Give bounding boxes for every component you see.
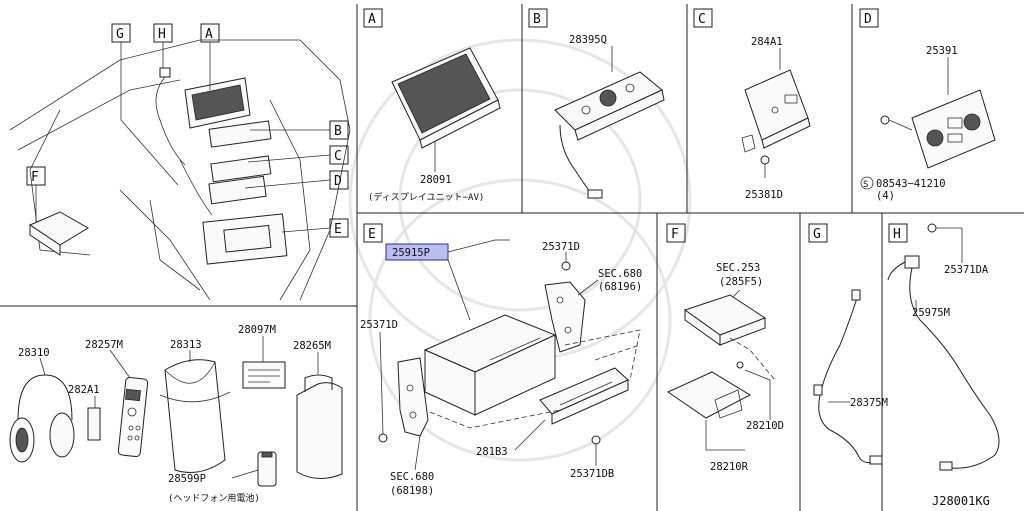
harness-h-illustration bbox=[909, 267, 1000, 469]
part-28210r: 28210R bbox=[710, 461, 749, 473]
panel-g-letter: G bbox=[813, 227, 821, 242]
panel-h: H 25371DA 25975M bbox=[887, 223, 1000, 471]
panel-dividers bbox=[0, 4, 1024, 511]
part-28257m: 28257M bbox=[85, 339, 123, 351]
info-card-illustration bbox=[242, 361, 286, 389]
h-screw-illustration bbox=[927, 223, 937, 233]
screw-quantity: (4) bbox=[876, 190, 895, 202]
panel-e-letter: E bbox=[368, 227, 376, 242]
part-282a1: 282A1 bbox=[68, 384, 100, 396]
part-28097m: 28097M bbox=[238, 324, 276, 336]
part-25975m: 25975M bbox=[912, 307, 950, 319]
part-28210d: 28210D bbox=[746, 420, 784, 432]
sec-680-top-ref: (68196) bbox=[598, 281, 642, 293]
panel-a: A 28091 (ディスプレイユニット−AV) bbox=[363, 8, 501, 203]
overview-callouts: G H A B C D F E bbox=[26, 23, 349, 238]
panel-c: C 284A1 25381D bbox=[693, 8, 811, 201]
tv-tuner-illustration bbox=[683, 294, 767, 346]
headphones-illustration bbox=[9, 374, 75, 463]
panel-g: G 28375M bbox=[808, 223, 888, 465]
remote-control-illustration bbox=[117, 376, 149, 458]
callout-a: A bbox=[205, 27, 213, 42]
callout-f: F bbox=[31, 170, 39, 185]
battery-note: (ヘッドフォン用電池) bbox=[168, 492, 260, 504]
part-281b3: 281B3 bbox=[476, 446, 508, 458]
screw-symbol: S bbox=[863, 180, 868, 190]
part-25371d-left: 25371D bbox=[360, 319, 398, 331]
panel-h-letter: H bbox=[893, 227, 901, 242]
part-28313: 28313 bbox=[170, 339, 202, 351]
part-25391: 25391 bbox=[926, 45, 958, 57]
panel-b-letter: B bbox=[533, 12, 541, 27]
callout-g: G bbox=[116, 27, 124, 42]
part-28091: 28091 bbox=[420, 174, 452, 186]
panel-e: E 25915P bbox=[360, 223, 642, 497]
harness-g-illustration bbox=[818, 294, 876, 464]
storage-case-illustration bbox=[296, 374, 343, 479]
sec-680-bottom: SEC.680 bbox=[390, 471, 434, 483]
part-28310: 28310 bbox=[18, 347, 50, 359]
callout-h: H bbox=[158, 27, 166, 42]
panel-d: D 25391 S 08543−41210 (4) bbox=[859, 8, 996, 202]
part-284a1: 284A1 bbox=[751, 36, 783, 48]
part-25371db: 25371DB bbox=[570, 468, 614, 480]
antenna-amp-illustration bbox=[904, 255, 920, 269]
part-25915p: 25915P bbox=[392, 247, 430, 259]
control-panel-illustration bbox=[554, 71, 665, 199]
part-25381d: 25381D bbox=[745, 189, 783, 201]
accessories-panel: 28310 282A1 28257M 28313 bbox=[9, 324, 343, 504]
tray-illustration bbox=[539, 367, 629, 425]
battery-pack-illustration bbox=[87, 407, 101, 441]
sec-680-bottom-ref: (68198) bbox=[390, 485, 434, 497]
part-28375m: 28375M bbox=[850, 397, 888, 409]
control-module-illustration bbox=[741, 69, 811, 178]
panel-f: F SEC.253 (285F5) 28210D 28210R bbox=[666, 223, 784, 473]
tuner-bracket-illustration bbox=[666, 361, 752, 419]
callout-c: C bbox=[334, 149, 342, 164]
panel-c-letter: C bbox=[698, 12, 706, 27]
panel-f-letter: F bbox=[671, 227, 679, 242]
callout-b: B bbox=[334, 124, 342, 139]
callout-d: D bbox=[334, 174, 342, 189]
panel-d-letter: D bbox=[864, 12, 872, 27]
part-28395q: 28395Q bbox=[569, 34, 607, 46]
aa-battery-illustration bbox=[257, 451, 277, 487]
vehicle-overview bbox=[9, 39, 351, 301]
pouch-illustration bbox=[159, 359, 231, 473]
part-08543-41210: 08543−41210 bbox=[876, 178, 946, 190]
display-unit-illustration bbox=[391, 47, 501, 149]
part-25371da: 25371DA bbox=[944, 264, 989, 276]
left-bracket-illustration bbox=[378, 357, 429, 443]
display-unit-note: (ディスプレイユニット−AV) bbox=[368, 191, 484, 203]
av-control-unit-illustration bbox=[423, 314, 557, 416]
sec-253-ref: (285F5) bbox=[719, 276, 763, 288]
sec-680-top: SEC.680 bbox=[598, 268, 642, 280]
panel-b: B 28395Q bbox=[528, 8, 665, 199]
diagram-code: J28001KG bbox=[932, 494, 990, 508]
part-28265m: 28265M bbox=[293, 340, 331, 352]
panel-a-letter: A bbox=[368, 12, 376, 27]
sec-253: SEC.253 bbox=[716, 262, 760, 274]
part-28599p: 28599P bbox=[168, 473, 206, 485]
callout-e: E bbox=[334, 222, 342, 237]
part-25371d-top: 25371D bbox=[542, 241, 580, 253]
climate-control-illustration bbox=[880, 89, 996, 169]
